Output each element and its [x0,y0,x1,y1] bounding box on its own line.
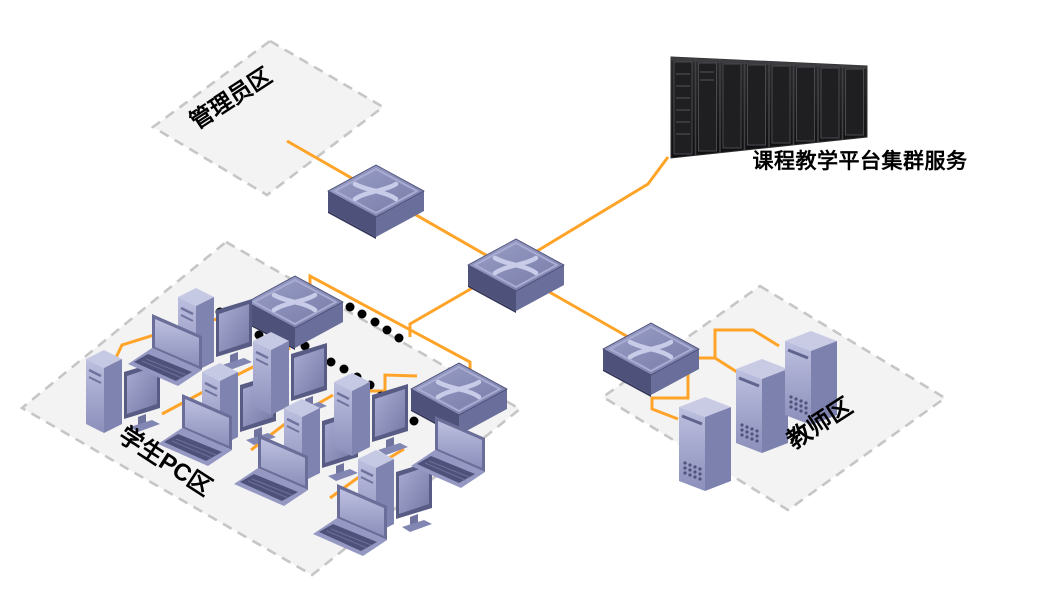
dots-bus [345,302,404,343]
link-core-servers [508,156,670,270]
server-rack-cluster [670,56,868,159]
link-student-bus [308,273,472,375]
core-switch [468,239,564,313]
link-teacher-tower2 [714,356,738,374]
link-row3-switch2 [370,373,418,393]
admin-zone [150,39,386,197]
tower-server [677,395,733,493]
admin-switch [328,165,424,239]
tower-server [734,357,790,455]
server-cluster-label: 课程教学平台集群服务 [753,149,968,173]
